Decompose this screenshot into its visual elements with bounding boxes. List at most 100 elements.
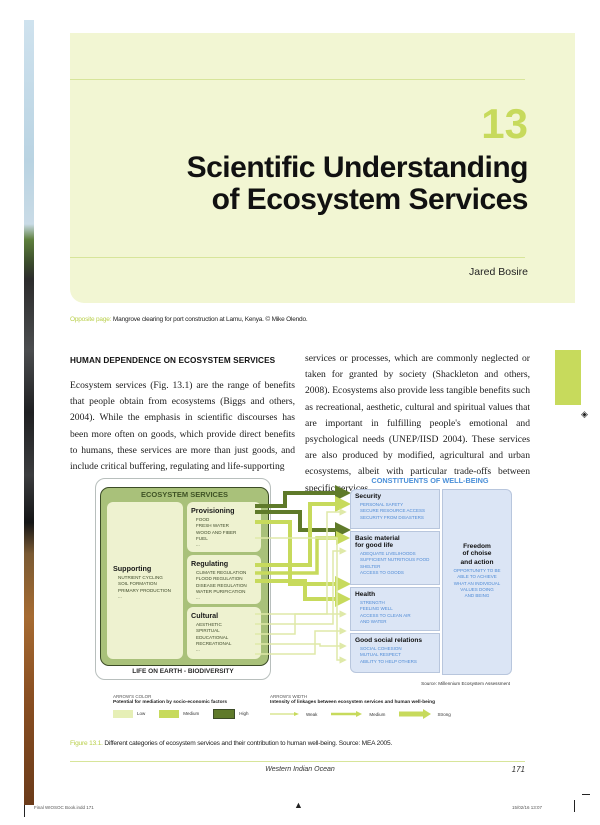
security-box: Security PERSONAL SAFETY SECURE RESOURCE… [350,489,440,529]
wellbeing-title: CONSTITUENTS OF WELL-BEING [371,476,489,485]
security-title: Security [355,493,382,500]
legend-label-high: High [239,711,249,717]
print-slug-filename: Final WIOSOC Book.indd 171 [34,805,94,810]
provisioning-item: FOOD [196,517,210,522]
legend-arrow-medium-icon [331,711,363,717]
supporting-item: PRIMARY PRODUCTION [118,587,171,593]
health-box: Health STRENGTH FEELING WELL ACCESS TO C… [350,587,440,631]
supporting-title: Supporting [113,564,152,573]
legend-arrow-strong-icon [399,709,432,719]
security-item: SECURITY FROM DISASTERS [360,514,424,520]
legend-label-low: Low [137,711,146,717]
cultural-title: Cultural [191,611,219,620]
print-slug-timestamp: 15/02/16 13:07 [512,805,543,810]
cultural-item: ... [196,647,200,653]
photo-caption: Opposite page: Mangrove clearing for por… [70,316,308,323]
legend-color-title: ARROW'S COLOR [113,694,152,699]
figure-ecosystem-services-diagram: ECOSYSTEM SERVICES Supporting NUTRIENT C… [95,474,512,724]
chapter-title-line1: Scientific Understanding [186,151,529,184]
chapter-side-tab [555,350,581,405]
regulating-title: Regulating [191,559,229,568]
regulating-item: CLIMATE REGULATION [196,570,247,575]
basic-material-item: SHELTER [360,563,381,569]
regulating-item: WATER PURIFICATION [196,588,246,594]
health-title: Health [355,591,376,598]
freedom-box: Freedom of choise and action OPPORTUNITY… [442,489,512,675]
social-item: SOCIAL COHESION [360,646,402,651]
ecosystem-services-box: ECOSYSTEM SERVICES Supporting NUTRIENT C… [100,487,269,666]
legend-label-medium-width: Medium [369,711,386,717]
health-item: ACCESS TO CLEAN AIR [360,612,411,618]
basic-material-item: ACCESS TO GOODS [360,569,404,575]
regulating-box: Regulating CLIMATE REGULATION FLOOD REGU… [187,555,261,604]
legend-label-strong: Strong [437,711,451,717]
chapter-title-line2: of Ecosystem Services [211,183,529,216]
chapter-title: Scientific Understanding of Ecosystem Se… [186,151,529,216]
supporting-item: NUTRIENT CYCLING [118,575,163,580]
page-number: 171 [511,765,525,774]
social-item: ABILITY TO HELP OTHERS [360,658,417,664]
chapter-author: Jared Bosire [469,266,528,278]
legend-swatch-high [213,709,236,719]
security-item: SECURE RESOURCE ACCESS [360,508,426,514]
freedom-item: ABLE TO ACHIEVE [457,574,497,580]
freedom-title-line3: and action [460,559,494,566]
cultural-item: SPIRITUAL [196,628,220,634]
freedom-item: AND BEING [464,593,490,599]
regulating-item: DISEASE REGULATION [196,582,247,588]
cultural-item: RECREATIONAL [196,640,232,646]
legend-label-medium: Medium [183,711,200,717]
header-rule-bottom [70,257,525,258]
footer-journal-title: Western Indian Ocean [265,766,335,773]
provisioning-item: FUEL [196,535,208,541]
basic-material-title-line1: Basic material [355,535,400,542]
legend-arrow-color: ARROW'S COLOR Potential for mediation by… [113,694,249,719]
figure-source-note: Source: Millennium Ecosystem Assessment [421,681,510,686]
figure-caption-text: Different categories of ecosystem servic… [102,740,393,747]
biodiversity-frame: ECOSYSTEM SERVICES Supporting NUTRIENT C… [95,478,271,680]
social-relations-box: Good social relations SOCIAL COHESION MU… [350,633,440,673]
legend-swatch-low [113,710,133,718]
photo-caption-label: Opposite page: [70,316,112,323]
body-column-1: Ecosystem services (Fig. 13.1) are the r… [70,380,295,473]
freedom-title-line2: of choise [462,550,492,557]
supporting-box: Supporting NUTRIENT CYCLING SOIL FORMATI… [107,502,183,659]
section-heading: HUMAN DEPENDENCE ON ECOSYSTEM SERVICES [70,356,276,365]
crop-mark [24,805,25,817]
biodiversity-label: LIFE ON EARTH - BIODIVERSITY [132,668,234,675]
crop-mark [574,800,575,812]
legend-width-subtitle: Intensity of linkages between ecosystem … [270,700,436,705]
freedom-title-line1: Freedom [463,543,491,550]
chapter-number: 13 [481,100,528,147]
freedom-item: WHAT AN INDIVIDUAL [453,580,501,586]
registration-mark-icon: ◈ [581,409,588,419]
header-rule-top [70,79,525,80]
basic-material-item: SUFFICIENT NUTRITIOUS FOOD [360,557,430,563]
legend-label-weak: Weak [306,711,318,717]
health-item: FEELING WELL [360,606,393,612]
figure-caption-label: Figure 13.1. [70,740,103,747]
security-item: PERSONAL SAFETY [360,502,404,507]
basic-material-item: ADEQUATE LIVELIHOODS [360,551,416,556]
provisioning-box: Provisioning FOOD FRESH WATER WOOD AND F… [187,502,261,552]
chapter-header-panel [70,33,575,303]
legend-width-title: ARROW'S WIDTH [270,694,308,699]
cultural-item: AESTHETIC [196,622,222,627]
crop-mark [582,794,590,795]
basic-material-title-line2: for good life [355,542,394,549]
legend-color-subtitle: Potential for mediation by socio-economi… [113,700,228,705]
cultural-box: Cultural AESTHETIC SPIRITUAL EDUCATIONAL… [187,607,261,659]
freedom-item: VALUES DOING [460,586,494,592]
linkage-arrows [255,485,351,664]
supporting-item: ... [118,593,122,599]
basic-material-box: Basic material for good life ADEQUATE LI… [350,531,440,585]
provisioning-item: ... [196,542,200,548]
opposite-page-photo-strip [24,20,34,805]
freedom-item: OPPORTUNITY TO BE [453,568,501,573]
health-item: AND WATER [360,618,387,624]
supporting-item: SOIL FORMATION [118,581,157,587]
footer-rule [70,761,525,762]
health-item: STRENGTH [360,600,385,605]
social-relations-title: Good social relations [355,637,423,644]
legend-swatch-medium [159,710,180,718]
